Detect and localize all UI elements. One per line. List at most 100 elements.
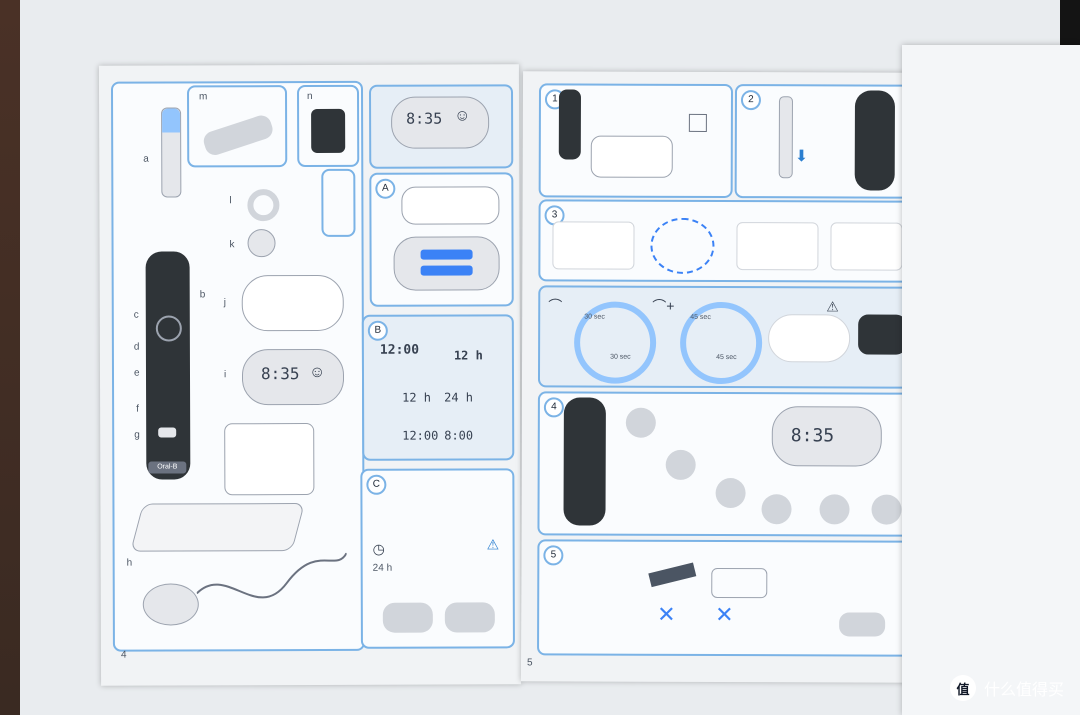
mode-gum-care-icon xyxy=(819,494,850,525)
head-rinse xyxy=(648,562,697,588)
holder-clean xyxy=(711,567,768,599)
rotation-arrow xyxy=(650,217,715,274)
smart-display: 8:35 ☺ xyxy=(241,348,345,406)
step-4-panel: 4 8:35 xyxy=(537,391,914,537)
ring-part xyxy=(247,189,280,222)
label-j: j xyxy=(223,297,227,309)
clock-time-b: 8:00 xyxy=(444,428,474,443)
label-d: d xyxy=(133,341,140,353)
section-a-badge: A xyxy=(375,178,396,199)
gear-part xyxy=(247,229,276,258)
quadrant-panel: ⌒ 30 sec 30 sec ⌒+ 45 sec 45 sec ⚠ xyxy=(537,285,915,389)
tooth-icon: ⌒ xyxy=(548,297,563,314)
holder-cover xyxy=(224,422,315,496)
display-step-4-clock: 8:35 xyxy=(790,425,835,447)
left-page: a Oral-B b c d e f g h l k j 8:35 ☺ i xyxy=(98,64,522,686)
quadrant-45-label: 45 sec xyxy=(716,353,737,362)
teeth-brushing xyxy=(736,222,819,271)
components-panel: a Oral-B b c d e f g h l k j 8:35 ☺ i xyxy=(110,80,365,661)
label-l: l xyxy=(229,195,232,207)
head-insert-panel xyxy=(321,168,356,237)
quadrant-45-label: 45 sec xyxy=(690,313,711,321)
smiley-icon: ☺ xyxy=(308,363,326,382)
power-button xyxy=(155,315,182,342)
clock-format-1: 12 h xyxy=(453,348,483,363)
section-b-panel: B 12:00 12 h 12 h 24 h 12:00 8:00 xyxy=(361,314,515,461)
display-clock: 8:35 xyxy=(260,364,300,384)
section-a-panel: A xyxy=(369,172,514,307)
display-top: 8:35 ☺ xyxy=(391,96,490,149)
step-5-badge: 5 xyxy=(543,545,564,566)
mode-sensitive-icon xyxy=(715,477,746,509)
display-wipe xyxy=(839,612,886,637)
toothbrush-handle: Oral-B xyxy=(145,251,191,480)
pressure-light xyxy=(858,314,907,355)
clock-time-a: 12:00 xyxy=(402,428,439,443)
display-clean-1 xyxy=(382,602,433,633)
label-k: k xyxy=(229,239,235,251)
section-b-badge: B xyxy=(367,320,388,341)
battery-icon xyxy=(420,265,473,276)
tooth-plus-icon: ⌒+ xyxy=(652,297,675,314)
section-c-panel: C ◷ 24 h ⚠ xyxy=(360,468,515,649)
step-1-panel: 1 xyxy=(538,83,734,199)
pouch-panel: n xyxy=(296,84,360,168)
label-c: c xyxy=(133,309,139,321)
label-b: b xyxy=(199,289,206,301)
page-number-right: 5 xyxy=(526,657,533,669)
timer-label: 24 h xyxy=(372,562,393,574)
mode-whitening-icon xyxy=(761,494,792,525)
label-a: a xyxy=(143,153,149,165)
mouth-illustration xyxy=(768,314,851,363)
step-4-badge: 4 xyxy=(543,397,564,418)
brush-head xyxy=(161,107,182,198)
display-clean-2 xyxy=(444,602,495,633)
next-page xyxy=(902,45,1080,715)
display-top-panel: 8:35 ☺ xyxy=(368,84,514,169)
charger-holder xyxy=(590,135,673,178)
no-dishwasher-cross-icon: ✕ xyxy=(715,601,734,628)
battery-cover xyxy=(401,186,500,225)
quadrant-timer-45: 45 sec 45 sec xyxy=(679,301,763,385)
quadrant-timer-30: 30 sec 30 sec xyxy=(573,301,657,384)
teeth-motion xyxy=(830,222,903,271)
brush-head-holder xyxy=(130,503,305,552)
charger-base xyxy=(142,583,199,626)
bristles xyxy=(162,108,181,133)
watermark-text: 什么值得买 xyxy=(983,682,1064,699)
battery-compartment xyxy=(393,236,500,291)
teeth-illustration xyxy=(552,221,635,270)
step-2-badge: 2 xyxy=(740,90,762,111)
label-n: n xyxy=(307,90,313,103)
step-2-panel: 2 ⬇ xyxy=(734,84,916,199)
mode-indicator xyxy=(158,427,177,438)
clock-format-24: 24 h xyxy=(444,390,474,405)
quadrant-30-label: 30 sec xyxy=(610,353,631,361)
clock-setting-1: 12:00 xyxy=(379,342,420,358)
mode-pro-clean-icon xyxy=(665,449,696,480)
handle-closeup xyxy=(854,90,896,191)
label-h: h xyxy=(126,557,133,569)
mode-daily-clean-icon xyxy=(625,407,656,438)
clock-format-12: 12 h xyxy=(402,390,432,405)
smiley-icon: ☺ xyxy=(454,107,471,125)
label-f: f xyxy=(136,403,139,415)
wall-socket xyxy=(688,113,707,132)
section-c-badge: C xyxy=(366,474,387,495)
watermark-logo: 值 xyxy=(949,675,976,701)
label-g: g xyxy=(134,429,140,441)
handle-step-4 xyxy=(563,397,606,526)
warning-icon: ⚠ xyxy=(826,298,839,315)
charger-cord xyxy=(196,552,347,599)
quadrant-30-label: 30 sec xyxy=(584,313,605,321)
handle-on-charger xyxy=(558,89,582,160)
battery-icon xyxy=(420,249,473,260)
page-number-left: 4 xyxy=(120,649,127,661)
arrow-down-icon: ⬇ xyxy=(794,148,809,166)
brush-head-attach xyxy=(778,96,793,179)
travel-case xyxy=(201,112,276,158)
display-top-clock: 8:35 xyxy=(406,109,443,128)
mode-tongue-clean-icon xyxy=(871,494,902,525)
step-3-panel: 3 xyxy=(538,199,915,283)
brand-badge: Oral-B xyxy=(148,461,187,474)
